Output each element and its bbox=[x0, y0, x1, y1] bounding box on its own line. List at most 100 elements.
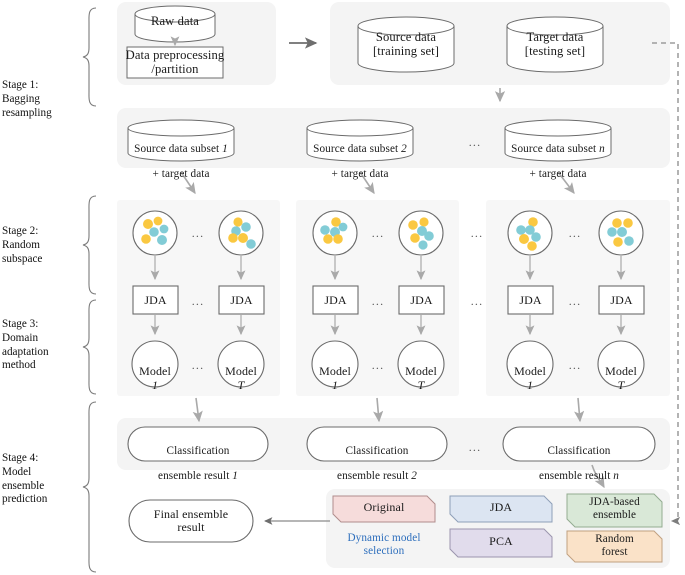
brace-stage-1 bbox=[82, 7, 97, 107]
result-1-emph: 1 bbox=[232, 469, 238, 482]
ellipsis-model-1: ... bbox=[191, 358, 205, 372]
legend-label-random-forest: Random forest bbox=[595, 533, 634, 558]
brace-stage-4 bbox=[82, 401, 97, 573]
preprocessing-label: Data preprocessing /partition bbox=[125, 48, 225, 77]
subspace-circle-1-first-dots bbox=[141, 216, 169, 245]
result-2-line2: ensemble result bbox=[337, 469, 412, 482]
arrow-models-to-result-2 bbox=[373, 397, 384, 423]
subspace-circle-3-last-dots bbox=[607, 218, 634, 247]
dot-teal bbox=[516, 225, 526, 235]
dot-teal bbox=[424, 231, 434, 241]
model-index: T bbox=[237, 377, 245, 392]
dot-yellow bbox=[143, 219, 153, 229]
arrow-models-to-result-3 bbox=[574, 397, 585, 423]
subset-2-line1: Source data subset bbox=[313, 142, 402, 155]
stage-braces bbox=[82, 7, 97, 573]
subspace-circle-3-last bbox=[598, 210, 644, 256]
model-title: Model bbox=[139, 364, 171, 379]
dot-yellow bbox=[153, 216, 163, 226]
jda-label-2-first: JDA bbox=[324, 293, 347, 307]
jda-label-3-last: JDA bbox=[610, 293, 633, 307]
dot-yellow bbox=[419, 217, 429, 227]
subset-3-line2: + target data bbox=[529, 167, 587, 180]
model-title: Model bbox=[319, 364, 351, 379]
dot-yellow bbox=[233, 217, 243, 227]
jda-label-3-first: JDA bbox=[519, 293, 542, 307]
subspace-circle-3-first bbox=[507, 210, 553, 256]
ellipsis-subsets: ... bbox=[468, 135, 482, 149]
subspace-circle-2-last-dots bbox=[408, 217, 434, 250]
ellipsis-jda-groups: ... bbox=[470, 294, 484, 308]
dot-teal bbox=[417, 226, 427, 236]
raw-data-label: Raw data bbox=[150, 14, 199, 28]
stage-label-2: Stage 2: Random subspace bbox=[2, 225, 43, 265]
model-title: Model bbox=[514, 364, 546, 379]
dot-teal bbox=[330, 227, 340, 237]
result-3-line2: ensemble result bbox=[539, 469, 614, 482]
arrow-feedback-dashed bbox=[652, 42, 681, 526]
dot-teal bbox=[525, 225, 535, 235]
legend-label-jda-ensemble: JDA-based ensemble bbox=[589, 496, 640, 521]
dot-yellow bbox=[331, 217, 341, 227]
subspace-circle-2-first bbox=[312, 210, 358, 256]
target-data-label: Target data [testing set] bbox=[524, 30, 586, 59]
result-label-1: Classification ensemble result 1 bbox=[128, 432, 268, 482]
dot-teal bbox=[617, 227, 627, 237]
dot-teal bbox=[231, 226, 241, 236]
subset-1-line1: Source data subset bbox=[134, 142, 223, 155]
dot-yellow bbox=[333, 234, 343, 244]
subset-3-emph: n bbox=[599, 142, 605, 155]
result-3-emph: n bbox=[613, 469, 619, 482]
dot-yellow bbox=[519, 234, 529, 244]
dot-teal bbox=[418, 240, 428, 250]
result-1-line1: Classification bbox=[166, 444, 230, 457]
dot-yellow bbox=[623, 218, 633, 228]
legend-label-original: Original bbox=[363, 500, 405, 514]
panel-backgrounds bbox=[117, 2, 670, 568]
subset-2-line2: + target data bbox=[331, 167, 389, 180]
dot-teal bbox=[241, 222, 251, 232]
ellipsis-jda-3: ... bbox=[568, 294, 582, 308]
jda-label-1-first: JDA bbox=[144, 293, 167, 307]
dot-teal bbox=[320, 225, 330, 235]
subset-1-line2: + target data bbox=[152, 167, 210, 180]
subspace-circle-1-last-dots bbox=[228, 217, 256, 249]
legend-label-pca: PCA bbox=[489, 534, 513, 548]
legend-label-jda: JDA bbox=[489, 500, 513, 514]
legend-label-dynamic-selection: Dynamic model selection bbox=[347, 532, 421, 557]
dot-teal bbox=[149, 227, 159, 237]
subspace-circle-1-first bbox=[132, 210, 178, 256]
stage-label-4: Stage 4: Model ensemble prediction bbox=[2, 452, 48, 506]
stage-label-3: Stage 3: Domain adaptation method bbox=[2, 318, 49, 372]
ellipsis-jda-2: ... bbox=[371, 294, 385, 308]
ellipsis-model-3: ... bbox=[568, 358, 582, 372]
dot-yellow bbox=[528, 217, 538, 227]
result-label-2: Classification ensemble result 2 bbox=[307, 432, 447, 482]
subset-label-1: Source data subset 1 + target data bbox=[125, 130, 237, 180]
dot-teal bbox=[607, 227, 617, 237]
source-data-label: Source data [training set] bbox=[372, 30, 440, 59]
brace-stage-3 bbox=[82, 299, 97, 395]
subspace-circle-1-last bbox=[218, 210, 264, 256]
stage-label-1: Stage 1: Bagging resampling bbox=[2, 79, 52, 119]
subset-3-line1: Source data subset bbox=[511, 142, 600, 155]
subspace-circle-3-first-dots bbox=[516, 217, 541, 251]
model-index: 1 bbox=[151, 377, 159, 392]
dot-teal bbox=[159, 224, 169, 234]
dot-yellow bbox=[408, 220, 418, 230]
arrow-models-to-result-1 bbox=[192, 397, 203, 423]
subset-label-3: Source data subset n + target data bbox=[502, 130, 614, 180]
final-result-label: Final ensemble result bbox=[153, 507, 229, 535]
model-title: Model bbox=[605, 364, 637, 379]
dot-yellow bbox=[238, 233, 248, 243]
model-index: T bbox=[617, 377, 625, 392]
dot-yellow bbox=[613, 237, 623, 247]
ellipsis-subspace-3: ... bbox=[568, 226, 582, 240]
dot-yellow bbox=[228, 233, 238, 243]
